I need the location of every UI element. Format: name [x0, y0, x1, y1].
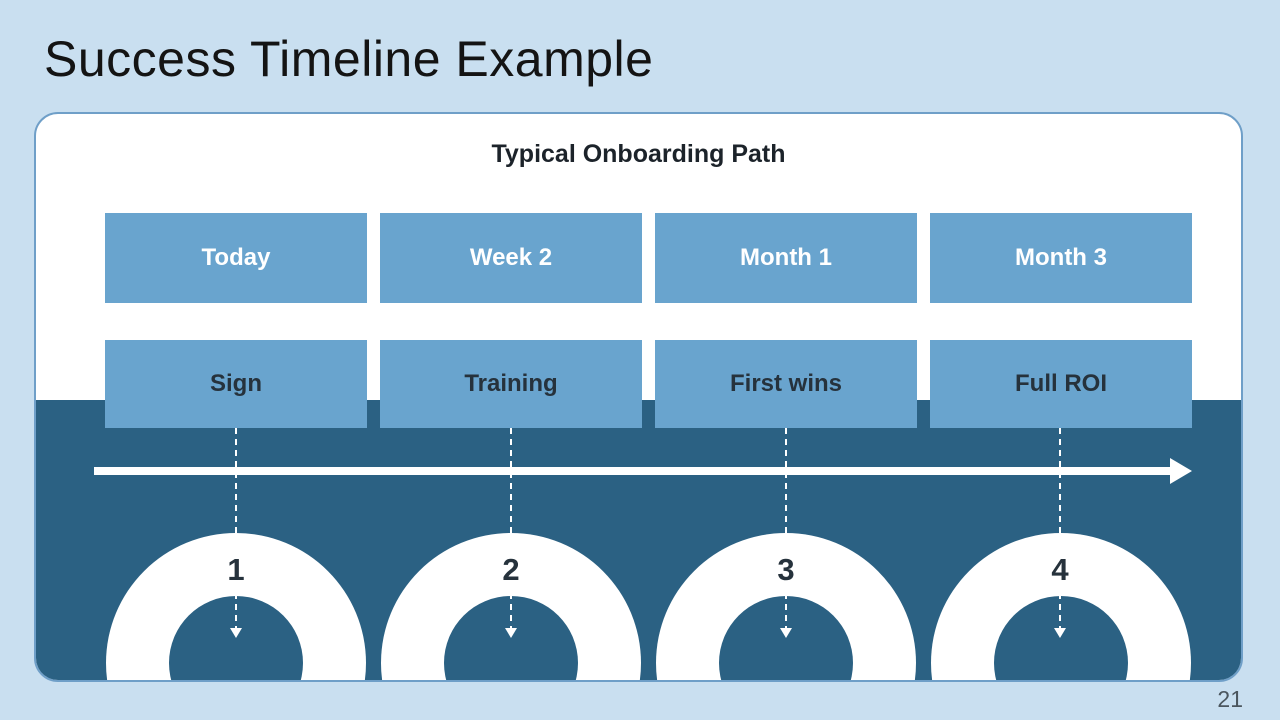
- step-number: 1: [227, 552, 245, 587]
- timeframe-box: Today: [105, 213, 367, 303]
- timeline-arrowhead-icon: [1170, 458, 1192, 484]
- step-connector-line: [1059, 428, 1061, 628]
- slide-title: Success Timeline Example: [44, 31, 654, 87]
- milestone-label: Full ROI: [1015, 370, 1107, 397]
- step-connector-line: [785, 428, 787, 628]
- milestone-label: First wins: [729, 370, 843, 397]
- step-number: 2: [502, 552, 520, 587]
- step-connector-line: [510, 428, 512, 628]
- milestone-box: Training: [380, 340, 642, 428]
- connector-arrowhead-icon: [1054, 628, 1066, 638]
- timeframe-label: Month 1: [740, 244, 832, 271]
- milestone-box: Sign: [105, 340, 367, 428]
- timeframe-box: Week 2: [380, 213, 642, 303]
- timeframe-label: Week 2: [469, 244, 553, 271]
- page-number: 21: [1217, 686, 1243, 712]
- timeline-arrow-shaft: [94, 467, 1172, 475]
- step-number: 3: [777, 552, 795, 587]
- connector-arrowhead-icon: [780, 628, 792, 638]
- timeframe-box: Month 3: [930, 213, 1192, 303]
- timeframe-label: Today: [201, 244, 271, 271]
- step-number: 4: [1051, 552, 1069, 587]
- milestone-label: Sign: [210, 370, 262, 397]
- timeframe-box: Month 1: [655, 213, 917, 303]
- milestone-box: Full ROI: [930, 340, 1192, 428]
- timeframe-label: Month 3: [1015, 244, 1107, 271]
- connector-arrowhead-icon: [230, 628, 242, 638]
- card-heading: Typical Onboarding Path: [491, 140, 786, 168]
- timeline-card: Typical Onboarding Path 1 Today Sign 2 W…: [34, 112, 1243, 682]
- step-circle-hole: [994, 596, 1128, 680]
- connector-arrowhead-icon: [505, 628, 517, 638]
- milestone-box: First wins: [655, 340, 917, 428]
- step-connector-line: [235, 428, 237, 628]
- milestone-label: Training: [464, 370, 558, 397]
